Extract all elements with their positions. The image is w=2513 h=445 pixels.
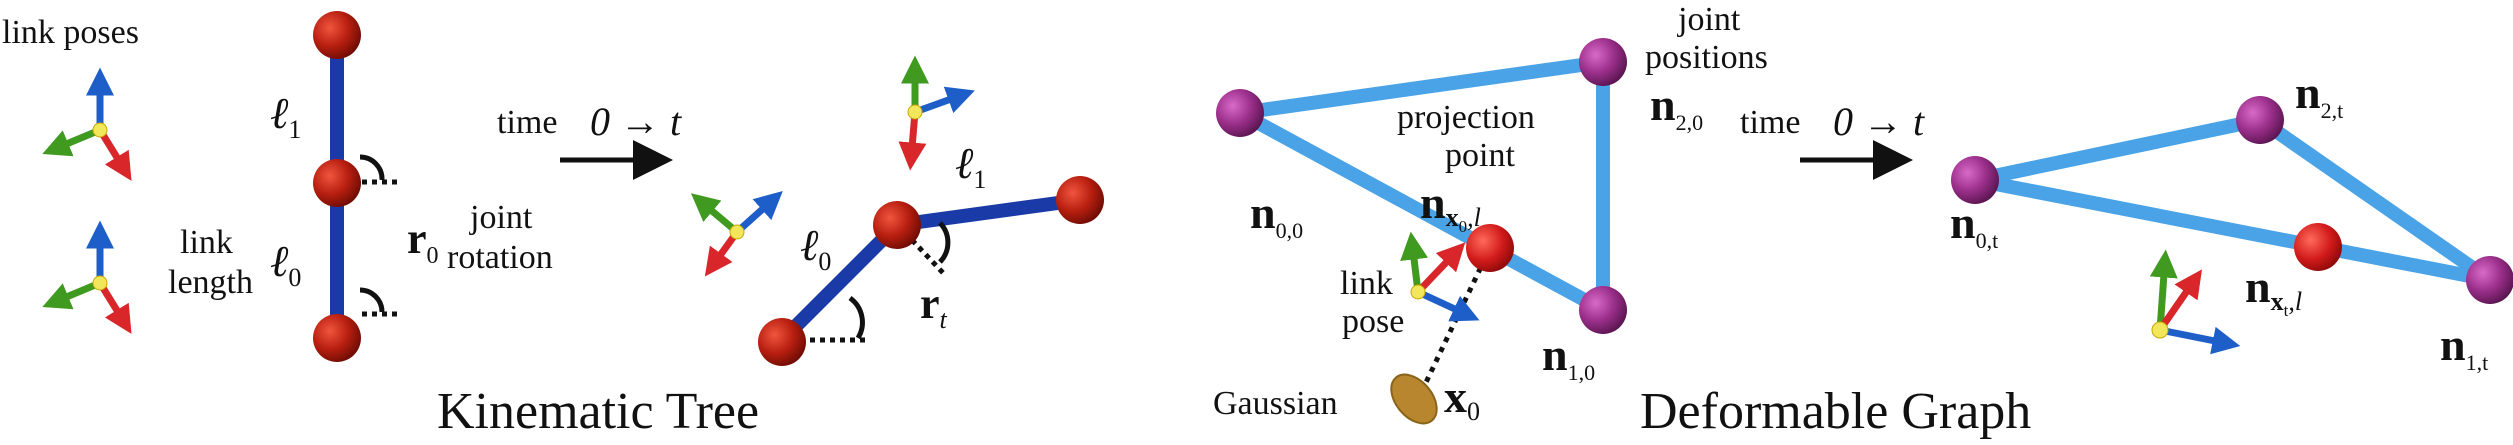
gaussian-label: Gaussian [1213, 385, 1338, 422]
node-n10-label: n1,0 [1542, 329, 1595, 385]
bone-link [777, 220, 902, 345]
graph-edge [1973, 173, 2492, 287]
node-nx0-label: nx0,l [1420, 177, 1481, 236]
bone-link [896, 193, 1081, 232]
projection-point-node [1466, 224, 1514, 272]
projection-dotted-line [1417, 246, 1493, 397]
graph-edge [1239, 55, 1604, 120]
link-length-l1: ℓ1 [270, 89, 301, 144]
pose-frame-icon [898, 55, 975, 171]
time-expression: 0 → t [590, 99, 682, 144]
joint-rotation-rt: rt [920, 279, 948, 334]
time-label: time [1740, 104, 1800, 141]
link-poses-label: link poses [2, 14, 139, 51]
node-n20-label: n2,0 [1650, 79, 1703, 135]
pose-frame-icon [690, 190, 783, 277]
joint-node [313, 314, 361, 362]
rotation-arc [359, 154, 385, 181]
graph-node [1579, 38, 1627, 86]
reference-dotted-line [910, 238, 947, 277]
kinematic-tree-title: Kinematic Tree [437, 383, 759, 440]
joint-node [1056, 176, 1104, 224]
time-label: time [497, 104, 557, 141]
pose-frame-icon [42, 220, 132, 334]
link-length-l0: ℓ0 [270, 237, 301, 292]
graph-node [2236, 96, 2284, 144]
joint-node [873, 201, 921, 249]
projection-point-node [2294, 223, 2342, 271]
graph-node [1216, 89, 1264, 137]
joint-node [313, 159, 361, 207]
graph-node [1951, 156, 1999, 204]
graph-edge [1973, 113, 2262, 187]
deformable-graph-title: Deformable Graph [1640, 383, 2031, 440]
rotation-arc [848, 295, 865, 340]
graph-edge [2256, 114, 2494, 286]
pose-frame-icon [1400, 231, 1480, 322]
time-expression: 0 → t [1833, 99, 1925, 144]
graph-node [2466, 256, 2513, 304]
graph-node [1579, 286, 1627, 334]
node-nxt-label: nxt,l [2245, 261, 2302, 320]
joint-node [313, 11, 361, 59]
rotation-arc [938, 221, 951, 264]
pose-frame-icon [2149, 249, 2241, 355]
node-n2t-label: n2,t [2295, 67, 2343, 123]
joint-node [758, 318, 806, 366]
graph-edge [1236, 106, 1607, 317]
link-length-l0: ℓ0 [800, 221, 831, 276]
node-n1t-label: n1,t [2440, 319, 2488, 375]
pose-frame-icon [42, 67, 132, 181]
link-length-l1: ℓ1 [955, 139, 986, 194]
joint-rotation-r0: r0 [407, 214, 439, 269]
rotation-arc [359, 287, 385, 313]
gaussian-x0-label: x0 [1444, 371, 1480, 426]
node-n00-label: n0,0 [1250, 187, 1303, 243]
node-n0t-label: n0,t [1950, 197, 1998, 253]
gaussian-ellipse [1390, 373, 1438, 425]
